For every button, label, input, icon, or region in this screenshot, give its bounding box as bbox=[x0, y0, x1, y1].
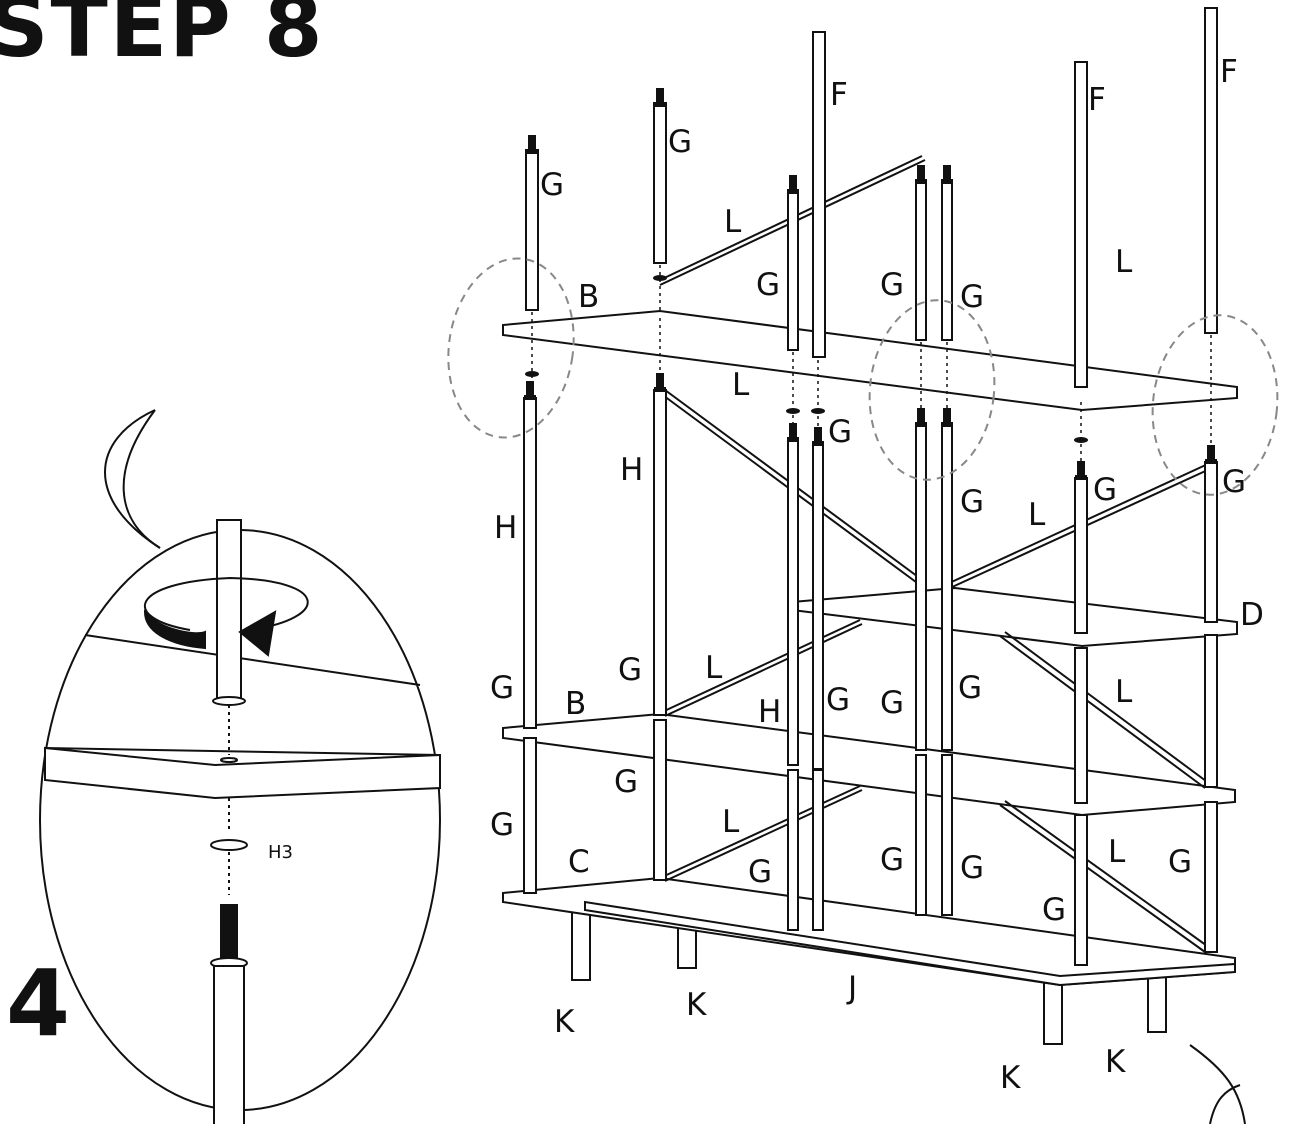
part-label-g: G bbox=[958, 670, 982, 706]
part-label-g: G bbox=[618, 652, 642, 688]
highlight-circles bbox=[447, 257, 1279, 496]
washer-label: H3 bbox=[268, 842, 293, 863]
part-label-l: L bbox=[1115, 674, 1133, 710]
washers bbox=[525, 275, 1088, 443]
part-label-h: H bbox=[758, 694, 781, 730]
rods bbox=[523, 7, 1218, 966]
part-label-g: G bbox=[880, 842, 904, 878]
panel-j bbox=[584, 900, 1236, 987]
part-label-g: G bbox=[614, 764, 638, 800]
part-label-g: G bbox=[960, 850, 984, 886]
part-label-g: G bbox=[960, 279, 984, 315]
part-label-f: F bbox=[1220, 54, 1238, 90]
part-label-l: L bbox=[724, 204, 742, 240]
part-label-g: G bbox=[540, 167, 564, 203]
shelf-b-top bbox=[502, 309, 1238, 412]
shelf-d bbox=[791, 586, 1238, 648]
part-label-g: G bbox=[1168, 844, 1192, 880]
part-label-g: G bbox=[756, 267, 780, 303]
part-label-g: G bbox=[880, 685, 904, 721]
shelf-units bbox=[502, 309, 1238, 1045]
rotation-arrow-icon bbox=[143, 576, 309, 657]
part-label-k: K bbox=[554, 1004, 575, 1040]
part-label-g: G bbox=[1042, 892, 1066, 928]
part-label-g: G bbox=[668, 124, 692, 160]
part-label-g: G bbox=[1093, 472, 1117, 508]
part-label-c: C bbox=[568, 844, 590, 880]
part-label-b: B bbox=[578, 279, 599, 315]
washer-icon bbox=[210, 839, 248, 851]
part-label-g: G bbox=[828, 414, 852, 450]
part-label-l: L bbox=[732, 367, 750, 403]
part-label-l: L bbox=[1108, 834, 1126, 870]
part-label-l: L bbox=[722, 804, 740, 840]
part-label-g: G bbox=[880, 267, 904, 303]
part-label-l: L bbox=[1028, 497, 1046, 533]
detail-rod bbox=[210, 519, 248, 1124]
part-label-d: D bbox=[1240, 597, 1264, 633]
part-label-g: G bbox=[490, 807, 514, 843]
screw-icon bbox=[220, 904, 238, 964]
part-label-l: L bbox=[705, 650, 723, 686]
part-label-h: H bbox=[494, 510, 517, 546]
leg-k bbox=[571, 907, 591, 981]
part-label-g: G bbox=[490, 670, 514, 706]
part-label-f: F bbox=[1088, 82, 1106, 118]
part-label-g: G bbox=[748, 854, 772, 890]
step-title: STEP 8 bbox=[0, 0, 325, 76]
part-label-g: G bbox=[1222, 464, 1246, 500]
part-label-f: F bbox=[830, 77, 848, 113]
part-label-k: K bbox=[686, 987, 707, 1023]
part-label-h: H bbox=[620, 452, 643, 488]
part-label-j: J bbox=[846, 970, 857, 1006]
part-label-k: K bbox=[1000, 1060, 1021, 1096]
hand-outline bbox=[1189, 1044, 1246, 1124]
detail-shelf bbox=[44, 634, 441, 800]
part-label-b: B bbox=[565, 686, 586, 722]
part-label-g: G bbox=[960, 484, 984, 520]
part-label-k: K bbox=[1105, 1044, 1126, 1080]
part-label-l: L bbox=[1115, 244, 1133, 280]
part-label-g: G bbox=[826, 682, 850, 718]
